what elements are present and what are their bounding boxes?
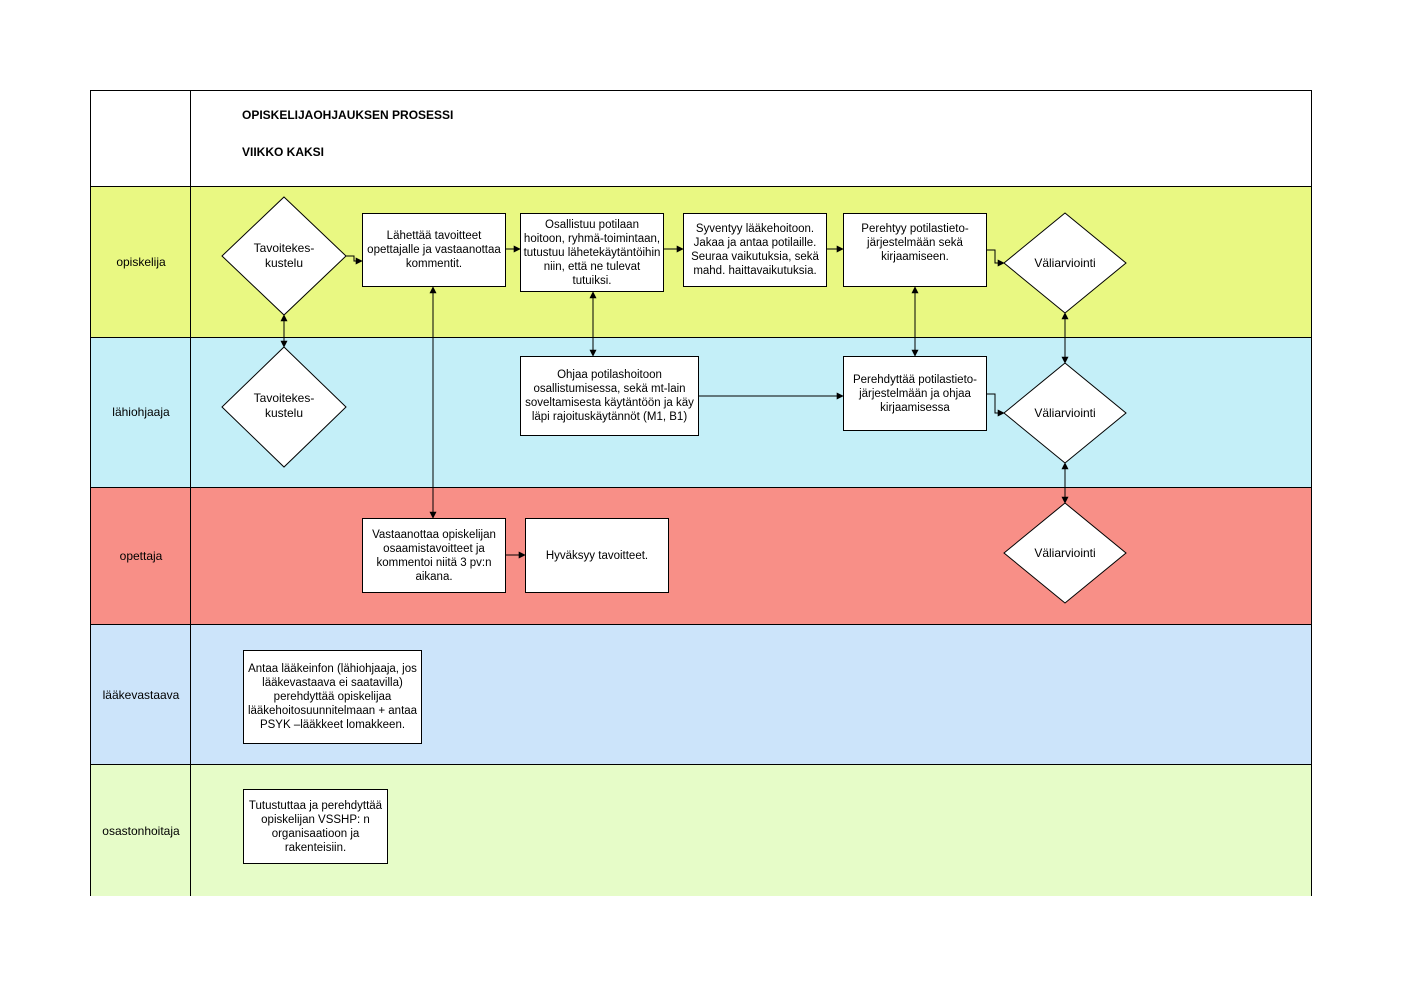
lane-label-opettaja: opettaja xyxy=(119,549,163,563)
decision-label-line1: Tavoitekes- xyxy=(254,241,315,255)
lane-label-lahiohjaaja: lähiohjaaja xyxy=(112,405,170,419)
process-box-syventyy: Syventyy lääkehoitoon. Jakaa ja antaa po… xyxy=(683,213,827,287)
lane-label-osastonhoitaja: osastonhoitaja xyxy=(102,824,180,838)
decision-valiarviointi-opiskelija: Väliarviointi xyxy=(1003,212,1127,314)
connector-perehtyy-valiarviointi xyxy=(987,249,1005,267)
decision-tavoitekeskustelu-lahiohjaaja: Tavoitekes- kustelu xyxy=(221,346,347,468)
decision-label-line2: kustelu xyxy=(265,256,303,270)
lane-divider xyxy=(190,90,191,896)
process-box-ohjaa: Ohjaa potilashoitoon osallistumisessa, s… xyxy=(520,356,699,436)
decision-label-line1: Tavoitekes- xyxy=(254,391,315,405)
process-box-tutustuttaa: Tutustuttaa ja perehdyttää opiskelijan V… xyxy=(243,789,388,864)
decision-label: Väliarviointi xyxy=(1034,406,1095,420)
process-box-vastaanottaa: Vastaanottaa opiskelijan osaamistavoitte… xyxy=(362,518,506,593)
decision-valiarviointi-opettaja: Väliarviointi xyxy=(1003,502,1127,604)
process-box-perehtyy: Perehtyy potilastieto-järjestelmään sekä… xyxy=(843,213,987,287)
process-box-antaa: Antaa lääkeinfon (lähiohjaaja, jos lääke… xyxy=(243,650,422,744)
diagram-title: OPISKELIJAOHJAUKSEN PROSESSI xyxy=(242,108,454,122)
decision-tavoitekeskustelu-opiskelija: Tavoitekes- kustelu xyxy=(221,196,347,316)
connector-tavoite-lahettaa xyxy=(346,255,363,265)
decision-label-line2: kustelu xyxy=(265,406,303,420)
diagram-frame xyxy=(90,90,1312,896)
decision-label: Väliarviointi xyxy=(1034,546,1095,560)
decision-label: Väliarviointi xyxy=(1034,256,1095,270)
decision-valiarviointi-lahiohjaaja: Väliarviointi xyxy=(1003,362,1127,464)
diagram-subtitle: VIIKKO KAKSI xyxy=(242,145,325,159)
lane-label-laakevastaava: lääkevastaava xyxy=(102,688,180,702)
process-box-lahettaa: Lähettää tavoitteet opettajalle ja vasta… xyxy=(362,213,506,287)
process-box-osallistuu: Osallistuu potilaan hoitoon, ryhmä-toimi… xyxy=(520,213,664,292)
connector-perehdyttaa-valiarviointi xyxy=(987,393,1005,417)
lane-label-opiskelija: opiskelija xyxy=(116,255,166,269)
process-box-perehdyttaa: Perehdyttää potilastieto-järjestelmään j… xyxy=(843,356,987,431)
process-box-hyvaksyy: Hyväksyy tavoitteet. xyxy=(525,518,669,593)
